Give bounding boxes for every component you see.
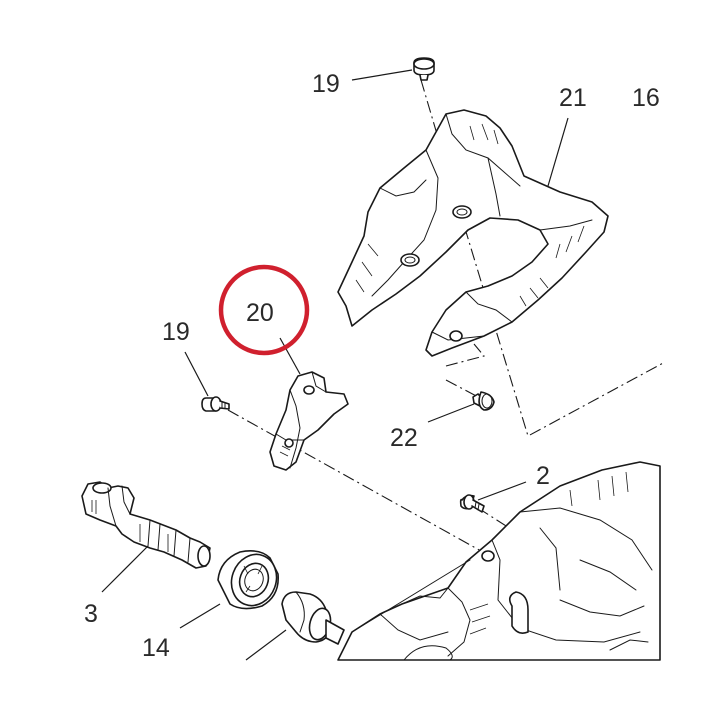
callout-14: 14 xyxy=(142,634,170,662)
shaft-part-3 xyxy=(81,481,211,569)
screw-part-19-left xyxy=(201,396,230,412)
screw-part-2 xyxy=(459,494,485,513)
screw-part-22 xyxy=(472,391,495,411)
leader-lines xyxy=(101,69,569,661)
callout-3: 3 xyxy=(84,600,98,628)
leader-3 xyxy=(101,545,149,593)
leader-21 xyxy=(547,117,569,187)
callout-2: 2 xyxy=(536,462,550,490)
callout-labels: 19 21 16 20 19 22 2 3 14 xyxy=(84,70,660,662)
leader-19-top xyxy=(351,69,413,81)
main-housing xyxy=(337,461,661,661)
leader-2 xyxy=(477,481,527,501)
highlight-circle xyxy=(218,264,310,356)
callout-16: 16 xyxy=(632,84,660,112)
bearing-part-14 xyxy=(217,550,279,610)
callout-22: 22 xyxy=(390,424,418,452)
bushing xyxy=(281,591,345,645)
bracket-part-21 xyxy=(337,109,609,357)
leader-14 xyxy=(179,603,221,629)
leader-22 xyxy=(427,403,475,423)
leader-19-left xyxy=(184,351,209,397)
leader-20 xyxy=(279,337,301,375)
callout-21: 21 xyxy=(559,84,587,112)
screw-part-19-top xyxy=(413,57,435,81)
callout-19-left: 19 xyxy=(162,318,190,346)
bracket-part-20 xyxy=(269,371,349,471)
callout-20: 20 xyxy=(246,299,274,327)
callout-19-top: 19 xyxy=(312,70,340,98)
leader-bushing xyxy=(245,629,287,661)
